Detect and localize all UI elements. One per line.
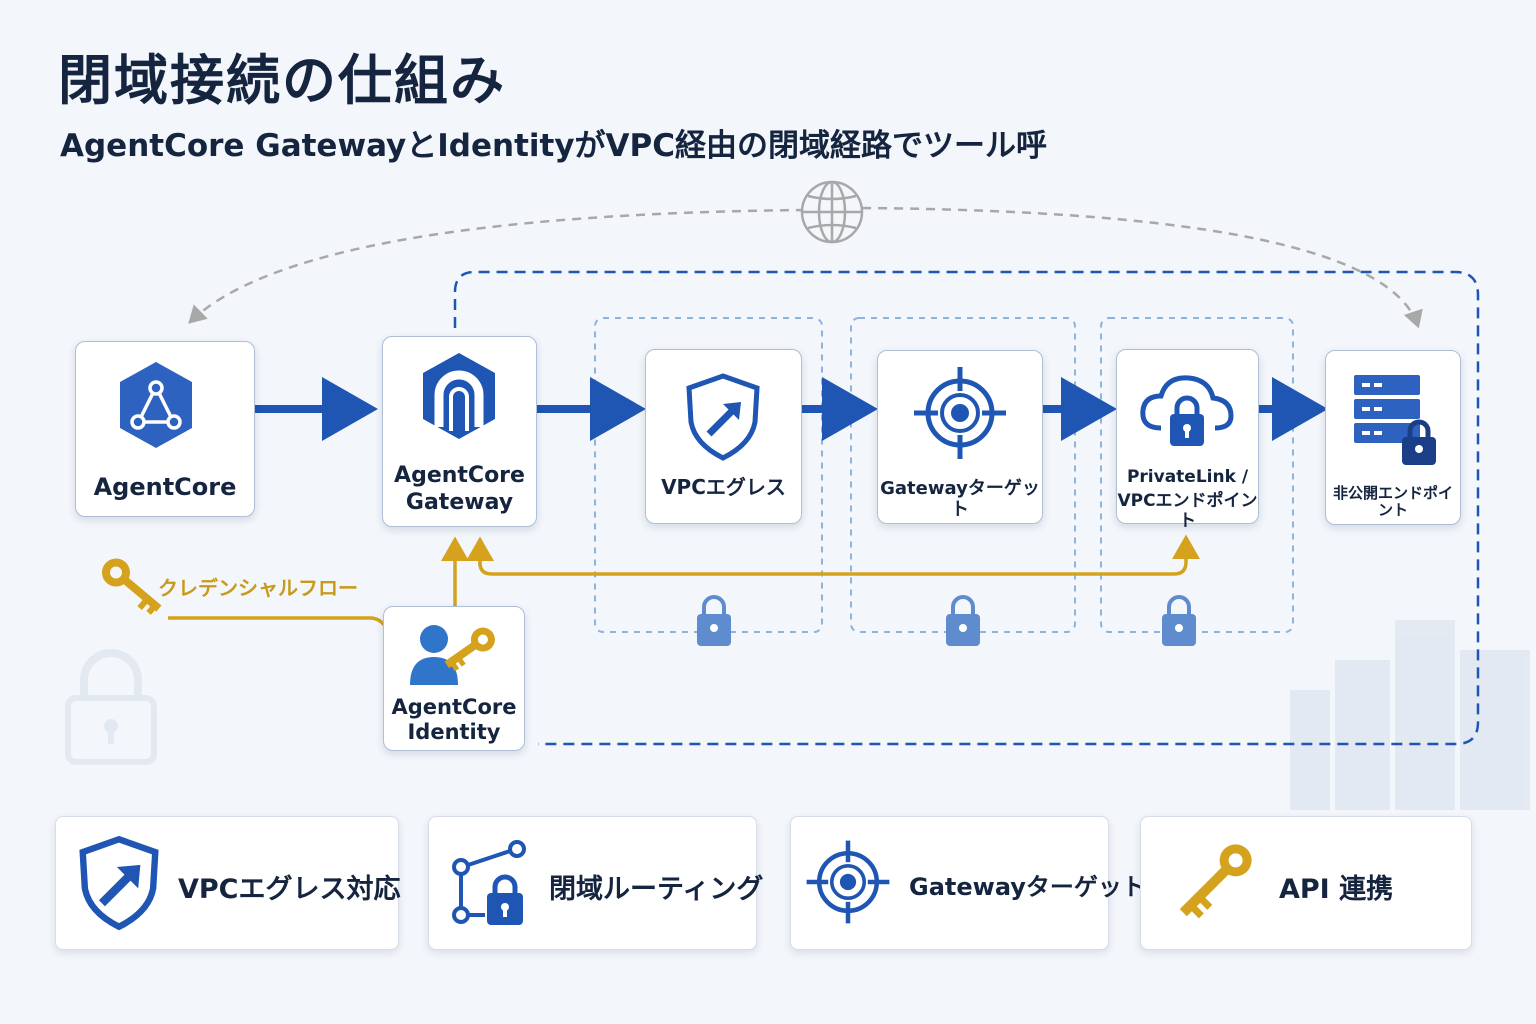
gateway-label-2: Gateway [405, 490, 514, 515]
agentcore-node[interactable]: AgentCore [75, 341, 255, 517]
server-lock-icon [1354, 375, 1436, 465]
feature-label: Gatewayターゲット [909, 873, 1146, 901]
agentcore-label: AgentCore [93, 473, 237, 501]
identity-label-1: AgentCore [391, 695, 517, 719]
shield-arrow-icon [686, 373, 760, 461]
credential-flow-label: クレデンシャルフロー [158, 576, 358, 600]
gateway-arch-icon [423, 353, 495, 439]
privatelink-label-1: PrivateLink / [1126, 467, 1249, 487]
page-title: 閉域接続の仕組み [58, 49, 506, 112]
agentcore-hex-icon [120, 362, 192, 448]
globe-icon [800, 180, 864, 244]
shield-arrow-icon [79, 835, 159, 931]
background-lock-icon [65, 649, 157, 765]
credential-flow-line [168, 616, 390, 635]
gateway-target-node[interactable]: Gatewayターゲット [877, 350, 1043, 524]
gateway-label-1: AgentCore [394, 463, 525, 488]
zone-lock-icon [697, 595, 731, 646]
feature-card-gateway-target: Gatewayターゲット [790, 816, 1146, 950]
page-subtitle: AgentCore GatewayとIdentityがVPC経由の閉域経路でツー… [60, 128, 1048, 164]
vpc-egress-label: VPCエグレス [661, 475, 786, 499]
skyline-decoration [1290, 620, 1530, 810]
internet-route-right [861, 206, 1423, 329]
vpc-egress-node[interactable]: VPCエグレス [645, 349, 802, 524]
key-icon [1179, 844, 1252, 919]
credential-key-icon [101, 558, 162, 615]
zone-lock-icon [946, 595, 980, 646]
zone-lock-icon [1162, 595, 1196, 646]
identity-label-2: Identity [407, 720, 501, 744]
privatelink-label-2: VPCエンドポイント [1117, 491, 1258, 531]
cloud-lock-icon [1140, 375, 1234, 446]
feature-card-routing: 閉域ルーティング [428, 816, 763, 950]
private-endpoint-node[interactable]: 非公開エンドポイント [1325, 350, 1461, 525]
feature-card-vpc-egress: VPCエグレス対応 [55, 816, 401, 950]
private-route-boundary [453, 270, 1480, 746]
feature-label: 閉域ルーティング [549, 874, 764, 905]
vpc-zone-2 [850, 317, 1076, 633]
gateway-target-label: Gatewayターゲット [880, 478, 1040, 520]
internet-route [188, 208, 806, 324]
privatelink-node[interactable]: PrivateLink / VPCエンドポイント [1116, 349, 1259, 530]
identity-user-key-icon [410, 625, 495, 685]
private-endpoint-label: 非公開エンドポイント [1332, 484, 1453, 520]
feature-card-api: API 連携 [1140, 816, 1472, 950]
vpc-zone-3 [1100, 317, 1294, 633]
target-icon [914, 367, 1006, 459]
target-icon [806, 840, 890, 924]
agentcore-identity-node[interactable]: AgentCore Identity [383, 606, 525, 751]
feature-label: VPCエグレス対応 [178, 874, 401, 905]
route-lock-icon [452, 840, 526, 925]
credential-flow-privatelink [478, 534, 1200, 576]
agentcore-gateway-node[interactable]: AgentCore Gateway [382, 336, 537, 527]
feature-label: API 連携 [1279, 874, 1394, 905]
